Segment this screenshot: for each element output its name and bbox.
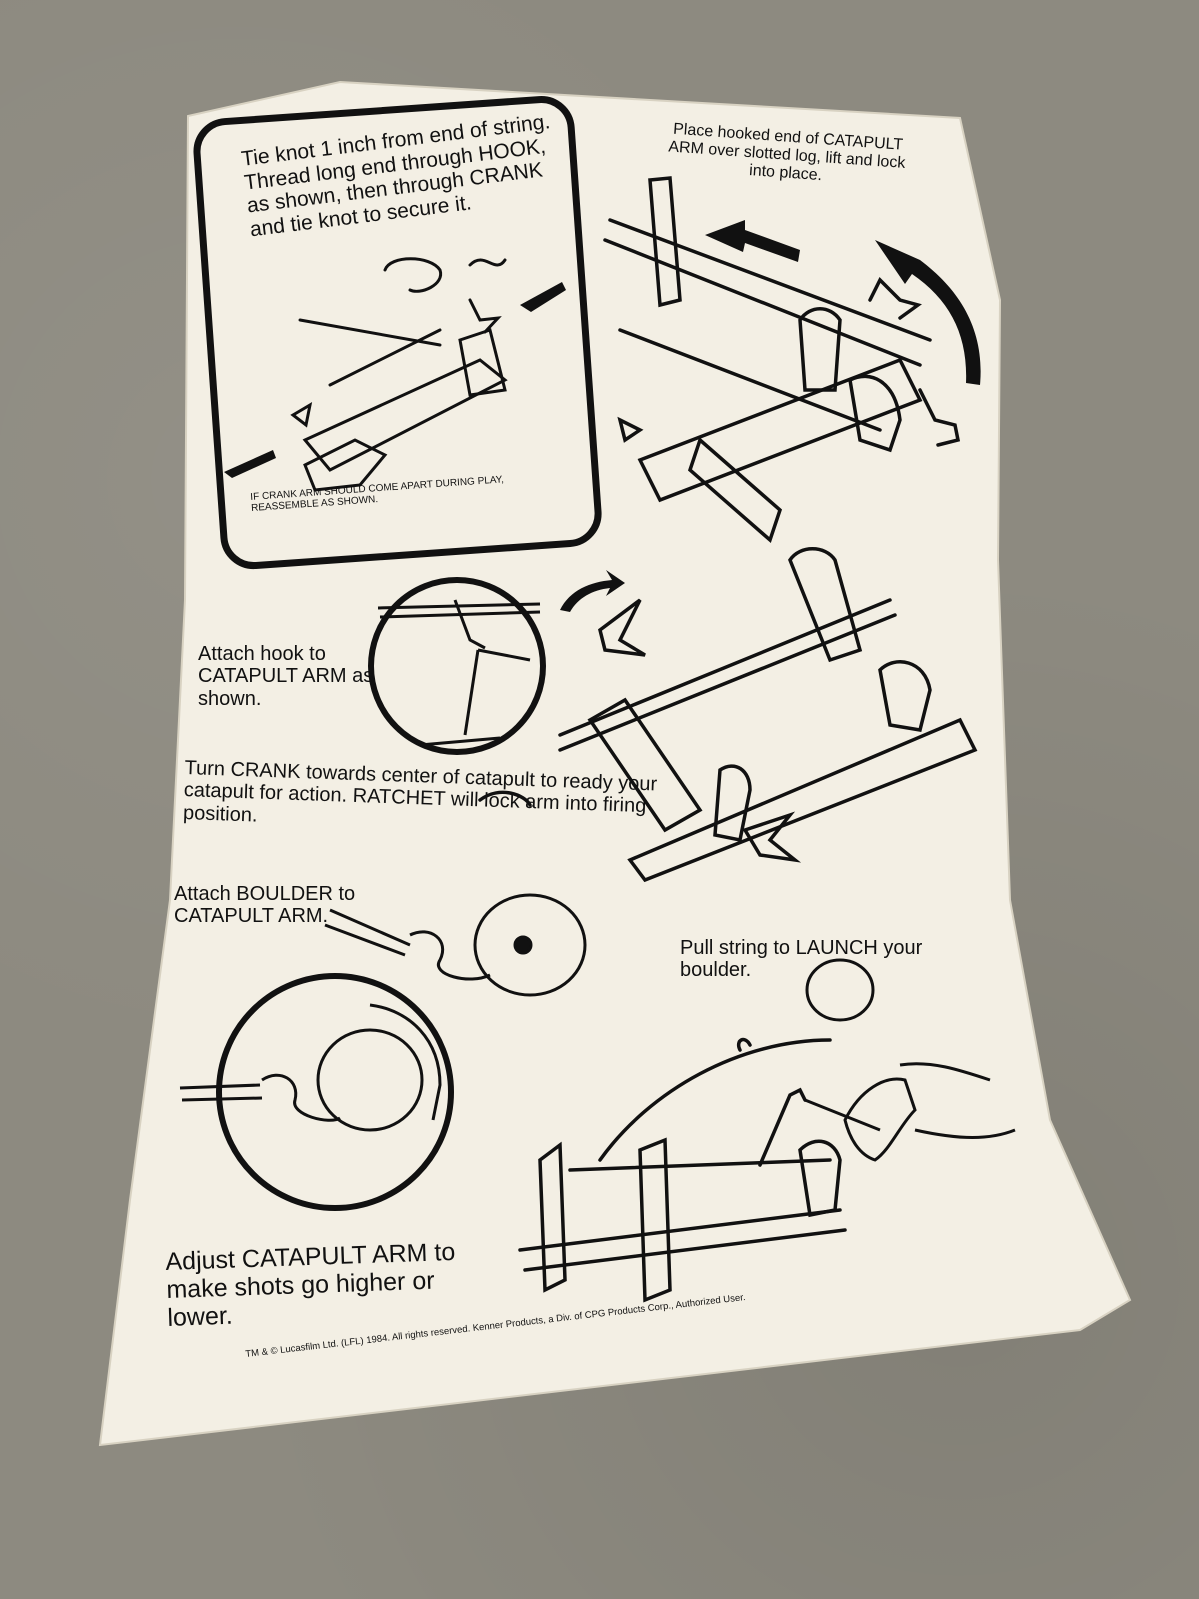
attach-hook-instruction: Attach hook to CATAPULT ARM as shown.: [198, 643, 374, 710]
catapult-illustration: [478, 547, 978, 883]
hand-illustration: [804, 1062, 1016, 1162]
catapult-illustration: [603, 176, 961, 544]
adjust-detail-circle: [216, 973, 454, 1211]
adjust-arm-instruction: Adjust CATAPULT ARM to make shots go hig…: [165, 1237, 456, 1332]
arrow-icon: [224, 220, 981, 612]
hook-panel-frame: [193, 96, 602, 570]
boulder-illustration: [805, 958, 875, 1022]
catapult-illustration: [518, 1037, 847, 1303]
hook-illustration: [377, 599, 541, 747]
hook-detail-circle: [368, 577, 546, 755]
attach-boulder-instruction: Attach BOULDER to CATAPULT ARM.: [174, 883, 356, 928]
catapult-illustration: [290, 257, 508, 492]
pull-string-instruction: Pull string to LAUNCH your boulder.: [680, 937, 923, 982]
boulder-illustration: [324, 893, 587, 997]
boulder-illustration: [179, 1003, 442, 1132]
paper: [98, 80, 1132, 1447]
